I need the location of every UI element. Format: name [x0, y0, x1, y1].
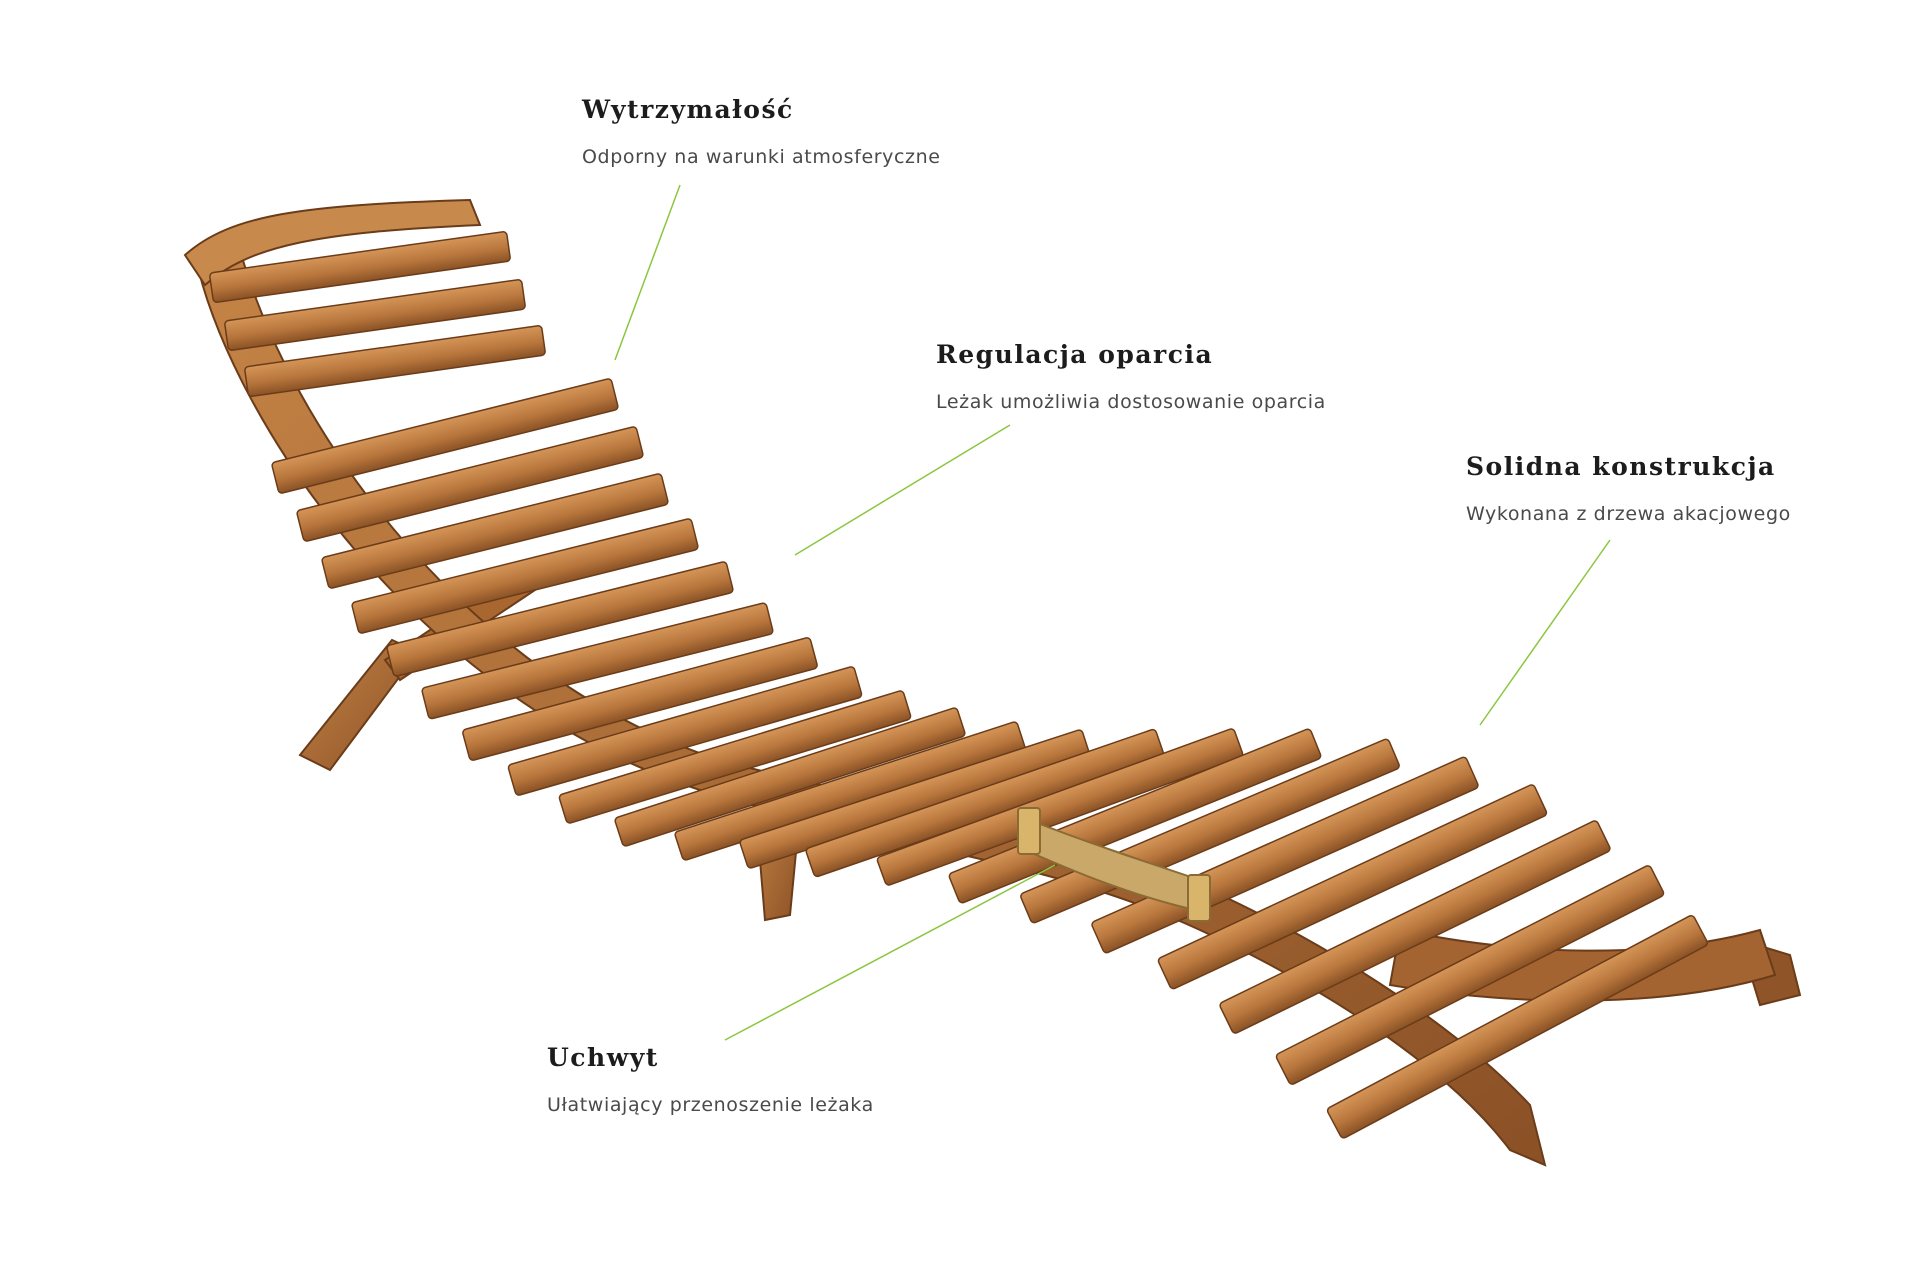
carry-strap — [1017, 807, 1211, 922]
callout-lines — [614, 184, 1611, 1041]
lounger-backrest — [183, 198, 546, 397]
feature-title: Uchwyt — [547, 1043, 659, 1072]
feature-handle: Uchwyt Ułatwiający przenoszenie leżaka — [547, 1043, 874, 1116]
feature-durability: Wytrzymałość Odporny na warunki atmosfer… — [582, 95, 941, 168]
callout-line-build — [1479, 539, 1611, 726]
feature-description: Wykonana z drzewa akacjowego — [1466, 503, 1791, 525]
feature-description: Leżak umożliwia dostosowanie oparcia — [936, 391, 1326, 413]
feature-title: Solidna konstrukcja — [1466, 452, 1776, 481]
callout-line-handle — [724, 864, 1056, 1041]
callout-line-durability — [614, 184, 681, 361]
callout-line-backrest — [794, 424, 1011, 556]
feature-solid-construction: Solidna konstrukcja Wykonana z drzewa ak… — [1466, 452, 1791, 525]
feature-backrest-adjustment: Regulacja oparcia Leżak umożliwia dostos… — [936, 340, 1326, 413]
feature-description: Ułatwiający przenoszenie leżaka — [547, 1094, 874, 1116]
feature-description: Odporny na warunki atmosferyczne — [582, 146, 941, 168]
feature-title: Wytrzymałość — [582, 95, 794, 124]
feature-title: Regulacja oparcia — [936, 340, 1214, 369]
